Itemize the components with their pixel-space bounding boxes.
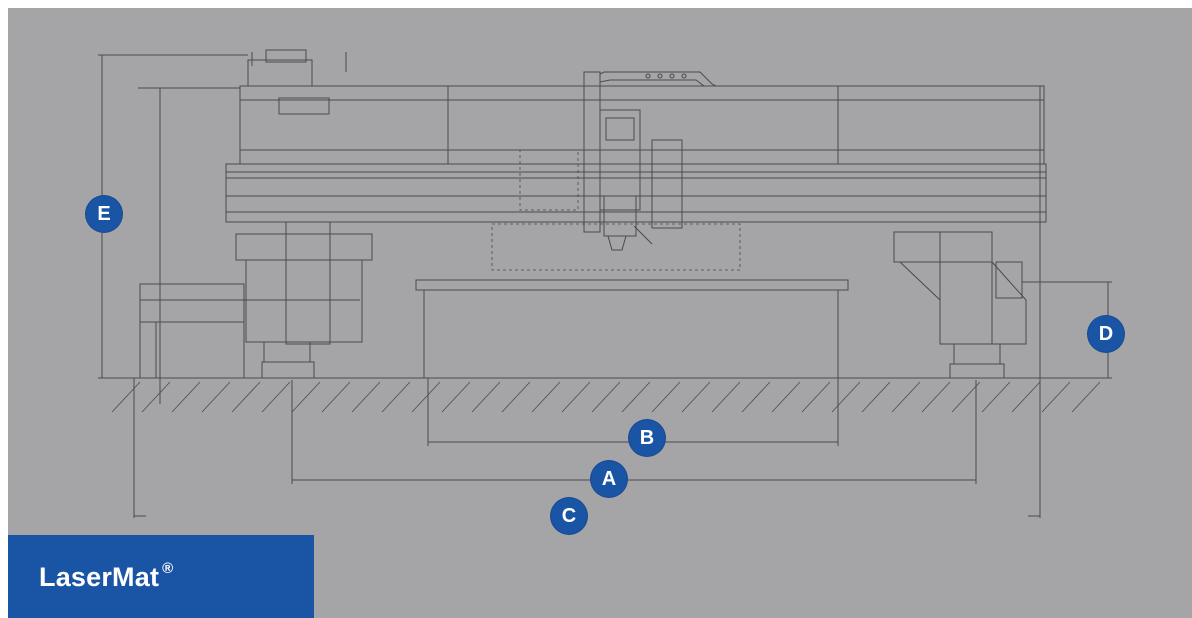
laser-head <box>583 71 683 251</box>
upper-beam <box>239 85 1045 165</box>
floor <box>98 377 1112 413</box>
cable-chain <box>599 71 717 87</box>
brand-name: LaserMat® <box>39 560 174 592</box>
dimension-a <box>291 380 977 484</box>
dimension-badge-a: A <box>591 461 627 497</box>
drawing-area <box>8 8 1192 618</box>
dimension-badge-b: B <box>629 420 665 456</box>
dashed-outlines <box>491 149 741 271</box>
left-column <box>235 221 373 379</box>
brand-banner: LaserMat® <box>8 535 314 618</box>
top-motor <box>247 49 347 87</box>
machine-technical-drawing <box>98 49 1112 518</box>
registered-mark: ® <box>162 560 174 577</box>
dimension-badge-e: E <box>86 196 122 232</box>
dimension-e <box>98 54 248 404</box>
dimension-c <box>133 86 1041 518</box>
dimension-badge-d: D <box>1088 316 1124 352</box>
dimension-badge-c: C <box>551 498 587 534</box>
right-column <box>893 231 1027 379</box>
cutting-table <box>415 279 849 379</box>
control-cabinet <box>139 283 245 379</box>
